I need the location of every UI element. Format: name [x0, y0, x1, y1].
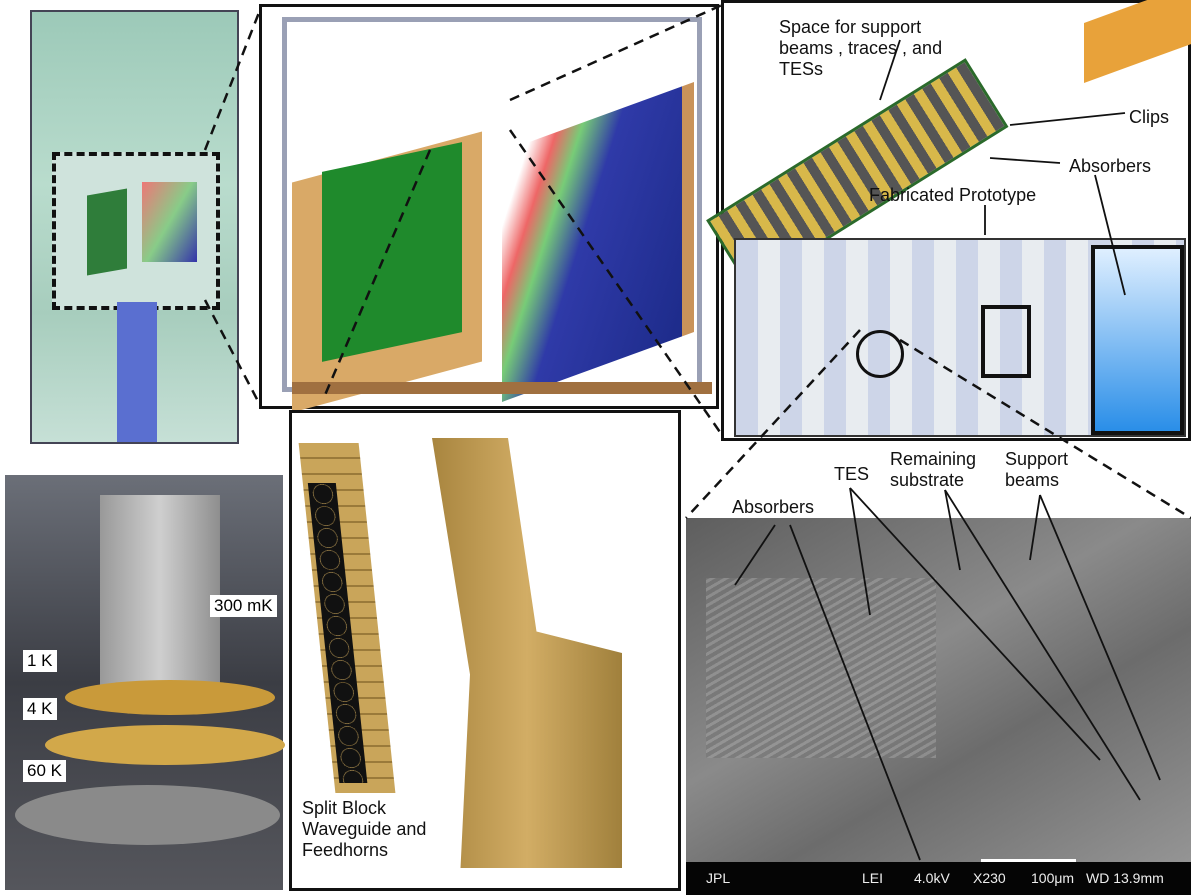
- stage-1k: 1 K: [23, 650, 57, 672]
- cryostat-cad-image: [30, 10, 239, 444]
- absorbers-label: Absorbers: [1069, 156, 1152, 176]
- sem-scale-bar: [981, 859, 1076, 862]
- sem-scale: 100μm: [1031, 870, 1075, 886]
- split-block-render: [298, 443, 396, 793]
- sem-wd: WD 13.9mm: [1086, 870, 1164, 886]
- sem-image: JPL LEI 4.0kV X230 100μm WD 13.9mm: [686, 518, 1191, 895]
- focal-plane-cad-panel: [259, 4, 719, 413]
- prototype-photo: [734, 238, 1186, 437]
- cryostat-photo: 300 mK 1 K 4 K 60 K: [5, 475, 285, 890]
- stage-4k: 4 K: [23, 698, 57, 720]
- prototype-label: Fabricated Prototype: [869, 185, 1037, 205]
- sem-voltage: 4.0kV: [914, 870, 950, 886]
- sem-absorbers-label: Absorbers: [732, 497, 815, 517]
- detector-array-panel: Space for support beams , traces , and T…: [706, 0, 1191, 441]
- stage-300mk: 300 mK: [210, 595, 277, 617]
- clips-label: Clips: [1129, 107, 1170, 127]
- sem-tes-label: TES: [834, 464, 870, 484]
- sem-org: JPL: [706, 870, 731, 886]
- waveguide-caption: Split Block Waveguide and Feedhorns: [302, 798, 427, 860]
- waveguide-panel: Split Block Waveguide and Feedhorns: [289, 410, 681, 891]
- sem-substrate-label: Remaining substrate: [890, 449, 977, 490]
- sem-magnification: X230: [973, 870, 1006, 886]
- space-label: Space for support beams , traces , and T…: [779, 17, 943, 79]
- sem-beams-label: Support beams: [1005, 449, 1069, 490]
- stage-60k: 60 K: [23, 760, 66, 782]
- sem-mode: LEI: [862, 870, 884, 886]
